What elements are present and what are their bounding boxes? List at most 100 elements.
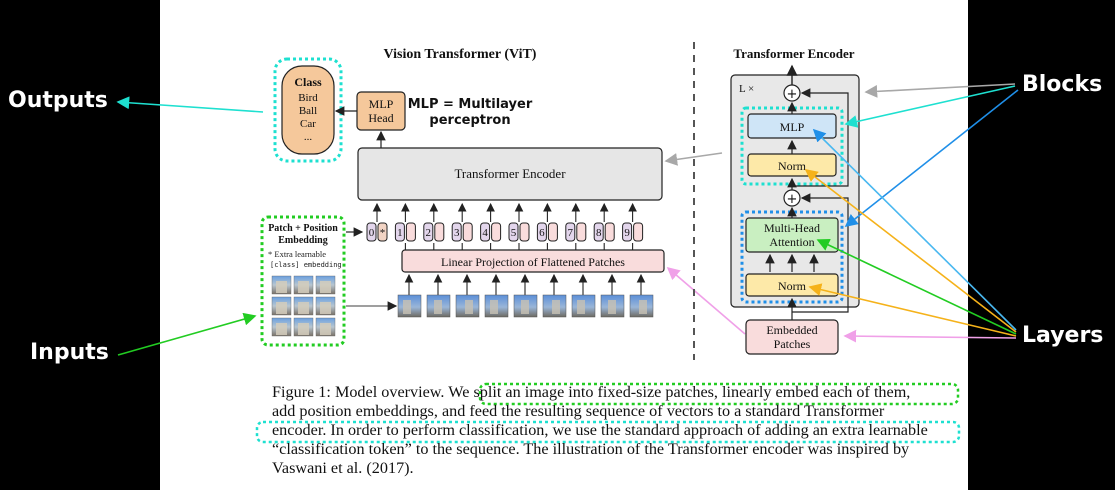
patch-embedding (604, 222, 615, 242)
position-embedding (480, 222, 491, 242)
embedded-line2: Patches (774, 337, 811, 351)
patch-embedding (491, 222, 502, 242)
vit-title: Vision Transformer (ViT) (384, 47, 537, 62)
position-embedding (536, 222, 547, 242)
mlp-head-line2: Head (368, 111, 393, 125)
layers-arrow-norm-bottom (808, 283, 1017, 337)
attention-line2: Attention (769, 235, 814, 249)
position-index: 1 (397, 227, 403, 239)
blocks-arrow-mlp (844, 85, 1016, 128)
patch-embedding (405, 222, 416, 242)
embedded-patches-box (745, 319, 839, 355)
mlp-note-line1: MLP = Multilayer (408, 97, 533, 112)
position-index: 8 (596, 227, 602, 239)
patch-building (434, 300, 442, 314)
projection-highlight-arrow (666, 266, 746, 335)
patch-building (465, 300, 473, 314)
tile-building (320, 302, 331, 314)
extra-learnable-line2: [class] embedding (270, 261, 342, 269)
linear-projection-box (401, 249, 665, 273)
patch-position-line2: Embedding (278, 235, 327, 246)
tile-building (276, 281, 287, 293)
position-embedding (366, 222, 377, 242)
blocks-arrow-encoder (864, 83, 1016, 98)
patch-embedding (576, 222, 587, 242)
outputs-label: Outputs (8, 88, 108, 113)
tile-building (320, 281, 331, 293)
residual-top (792, 88, 849, 187)
position-index: 7 (568, 227, 574, 239)
extra-learnable-line1: * Extra learnable (268, 249, 326, 259)
transformer-encoder-label: Transformer Encoder (454, 166, 566, 181)
patch-building (639, 300, 647, 314)
figure-caption: Figure 1: Model overview. We split an im… (272, 383, 962, 478)
patch-building (552, 300, 560, 314)
position-embedding (508, 222, 519, 242)
position-embedding (394, 222, 405, 242)
mlp-head-line1: MLP (369, 97, 394, 111)
encoder-title: Transformer Encoder (733, 46, 854, 61)
outputs-arrow (116, 96, 264, 113)
norm-top-label: Norm (778, 159, 807, 173)
plus-top (783, 84, 801, 102)
layers-arrow-attention (816, 239, 1017, 335)
position-embedding (622, 222, 633, 242)
class-item: Ball (299, 105, 317, 117)
norm-bottom-label: Norm (778, 279, 807, 293)
position-index: 3 (454, 227, 460, 239)
patch-embedding (462, 222, 473, 242)
class-item: ... (304, 131, 313, 143)
position-index: 9 (624, 227, 630, 239)
caption-line: add position embeddings, and feed the re… (272, 402, 885, 420)
layers-arrow-norm-top (804, 169, 1017, 333)
position-index: 5 (511, 227, 517, 239)
patch-position-line1: Patch + Position (268, 223, 338, 234)
blocks-label: Blocks (1022, 72, 1103, 97)
layers-arrow-embedded (843, 329, 1017, 343)
tile-building (276, 323, 287, 335)
position-embedding (593, 222, 604, 242)
patch-building (403, 300, 411, 314)
position-index: 4 (482, 227, 488, 239)
position-index: 0 (369, 227, 375, 239)
linear-projection-label: Linear Projection of Flattened Patches (441, 255, 625, 269)
position-embedding (423, 222, 434, 242)
patch-embedding (434, 222, 445, 242)
class-token (377, 222, 388, 242)
embedded-line1: Embedded (766, 323, 817, 337)
outputs-highlight (273, 57, 343, 163)
class-token-marker: * (380, 227, 386, 239)
attention-line1: Multi-Head (764, 221, 820, 235)
position-index: 2 (426, 227, 432, 239)
attention-block-highlight (740, 210, 844, 304)
patch-building (521, 300, 529, 314)
patch-building (490, 300, 498, 314)
layers-arrow-mlp (812, 128, 1017, 331)
caption-line: “classification token” to the sequence. … (272, 440, 910, 458)
caption-highlight-cyan (255, 420, 961, 444)
transformer-encoder-box (357, 147, 663, 201)
blocks-arrow-attention (844, 89, 1019, 227)
class-title: Class (294, 75, 322, 89)
caption-line: encoder. In order to perform classificat… (272, 421, 928, 439)
encoder-repeat-label: L × (739, 83, 754, 95)
plus-top-sign: + (787, 87, 798, 102)
patch-embedding (547, 222, 558, 242)
position-index: 6 (539, 227, 545, 239)
class-item: Car (300, 118, 316, 130)
tile-building (298, 302, 309, 314)
position-embedding (451, 222, 462, 242)
patch-embedding (519, 222, 530, 242)
tile-building (320, 323, 331, 335)
inputs-arrow (117, 312, 257, 356)
tile-building (276, 302, 287, 314)
mlp-note-line2: perceptron (429, 113, 510, 128)
patch-building (608, 300, 616, 314)
tile-building (298, 323, 309, 335)
mlp-layer-label: MLP (780, 120, 805, 134)
class-item: Bird (298, 92, 318, 104)
caption-line: Vaswani et al. (2017). (272, 459, 414, 477)
caption-line: Figure 1: Model overview. We split an im… (272, 383, 911, 401)
class-box (281, 65, 335, 155)
